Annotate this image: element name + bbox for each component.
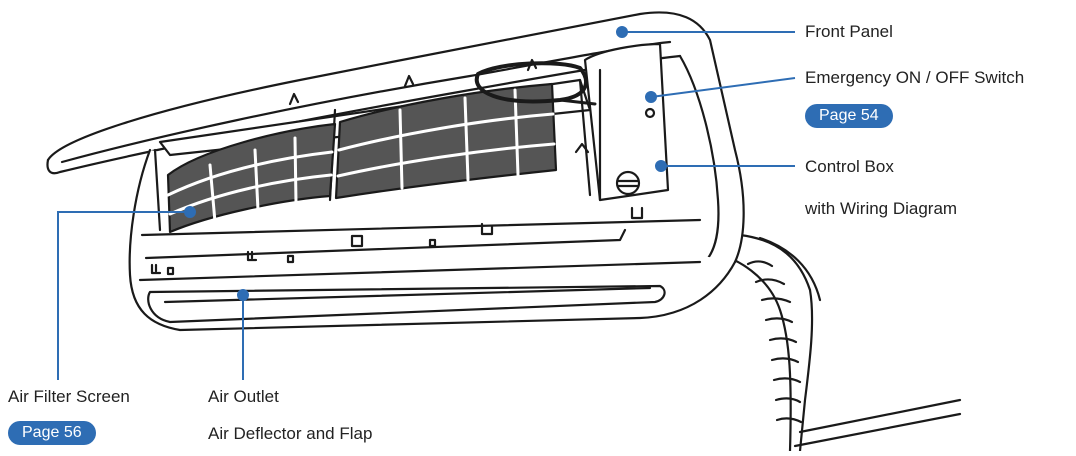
leader-air-filter — [57, 211, 190, 380]
label-emergency-switch: Emergency ON / OFF Switch — [805, 68, 1025, 87]
label-control-box: Control Box — [805, 157, 894, 176]
control-box — [474, 42, 670, 202]
label-wiring-diagram: with Wiring Diagram — [805, 199, 958, 218]
dot-air-filter — [184, 206, 196, 218]
dot-air-outlet — [237, 289, 249, 301]
label-air-filter: Air Filter Screen — [8, 387, 130, 406]
page-54-badge[interactable]: Page 54 — [805, 104, 893, 128]
drain-hose — [698, 233, 962, 453]
leader-emergency-switch — [650, 77, 796, 98]
callout-leaders — [57, 26, 796, 380]
label-air-outlet: Air Outlet — [208, 387, 279, 406]
dot-control-box — [655, 160, 667, 172]
dot-front-panel — [616, 26, 628, 38]
filter-right — [334, 82, 558, 200]
label-front-panel: Front Panel — [805, 22, 893, 41]
label-air-deflector: Air Deflector and Flap — [208, 424, 373, 443]
page-56-badge[interactable]: Page 56 — [8, 421, 96, 445]
dot-emergency-switch — [645, 91, 657, 103]
